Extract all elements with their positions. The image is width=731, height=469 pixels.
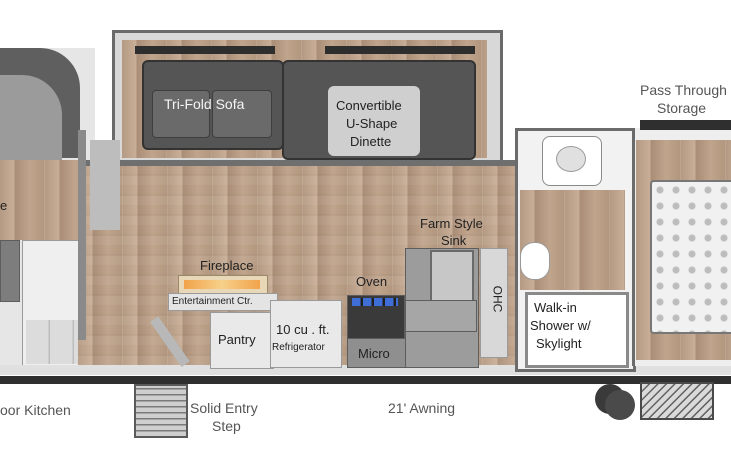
- wall-left-partition-2: [90, 140, 120, 230]
- fireplace-glow: [184, 280, 260, 289]
- toilet: [520, 242, 550, 280]
- kitchen-counter-side: [405, 300, 477, 332]
- dinette-table: [328, 86, 420, 156]
- left-arch-inner: [0, 75, 62, 160]
- entry-step: [134, 384, 188, 438]
- slideout-windows-2: [325, 46, 475, 54]
- refrigerator-label-2: Refrigerator: [272, 342, 325, 353]
- pantry: [210, 312, 274, 369]
- left-floor: [0, 160, 78, 240]
- refrigerator: [270, 300, 342, 368]
- shower-label-1: Walk-in: [534, 300, 577, 315]
- entry-step-label-1: Solid Entry: [190, 400, 258, 416]
- wheel-2: [605, 390, 635, 420]
- pass-through-label-2: Storage: [657, 100, 707, 116]
- pass-through-storage: [640, 120, 731, 130]
- ohc-label: OHC: [490, 285, 505, 313]
- left-counter: [0, 240, 20, 302]
- sofa-cushion-left: [152, 90, 210, 138]
- farm-sink-label-2: Sink: [441, 233, 467, 248]
- micro-label: Micro: [358, 346, 390, 361]
- sofa-cushion-right: [212, 90, 272, 138]
- bath-sink-basin: [556, 146, 586, 172]
- farm-sink-label-1: Farm Style: [420, 216, 483, 231]
- shower-label-2: Shower w/: [530, 318, 591, 333]
- entertainment-label: Entertainment Ctr.: [172, 296, 253, 307]
- wall-bottom: [0, 376, 731, 384]
- bed: [650, 180, 731, 334]
- wall-bottom-light: [0, 365, 731, 375]
- wall-left-partition: [78, 130, 86, 340]
- ohc: [480, 248, 508, 358]
- shower-label-3: Skylight: [536, 336, 582, 351]
- awning-label: 21' Awning: [388, 400, 456, 416]
- pantry-label: Pantry: [218, 332, 256, 347]
- outdoor-kitchen-label: oor Kitchen: [0, 402, 71, 418]
- refrigerator-label-1: 10 cu . ft.: [276, 322, 330, 337]
- farm-sink: [430, 250, 474, 306]
- dinette-label-1: Convertible: [336, 98, 402, 113]
- microwave: [347, 338, 411, 368]
- left-cutoff-label: e: [0, 198, 8, 213]
- oven-label: Oven: [356, 274, 388, 289]
- dinette-label-3: Dinette: [350, 134, 392, 149]
- fireplace-label: Fireplace: [200, 258, 254, 273]
- dinette-label-2: U-Shape: [346, 116, 398, 131]
- rear-steps: [640, 382, 714, 420]
- slideout-windows: [135, 46, 275, 54]
- entry-step-label-2: Step: [212, 418, 241, 434]
- stove-burners: [352, 298, 398, 306]
- wall-top-main: [78, 160, 518, 166]
- walk-in-shower: [525, 292, 629, 368]
- pass-through-label-1: Pass Through: [640, 82, 727, 98]
- tri-fold-sofa-label: Tri-Fold Sofa: [164, 96, 245, 112]
